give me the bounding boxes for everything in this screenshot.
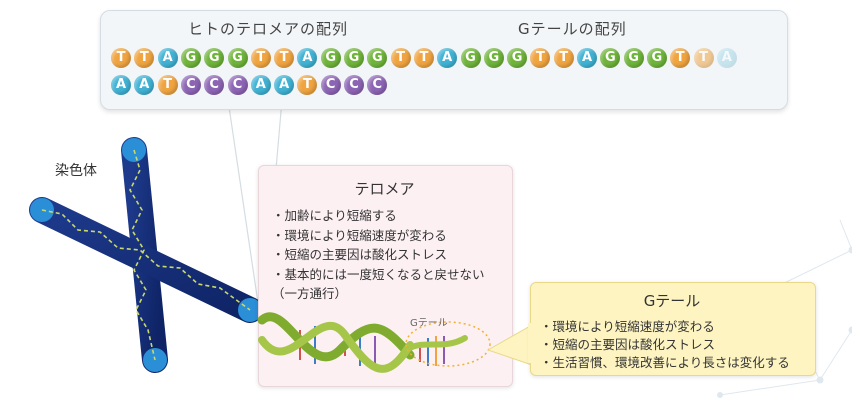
top-strand-base: T: [111, 48, 131, 68]
top-strand-base: G: [460, 48, 481, 68]
g-tail_box-bullet: ・生活習慣、環境改善により長さは変化する: [540, 355, 790, 370]
top-strand-base: T: [413, 48, 434, 68]
bottom-strand-base: C: [227, 75, 248, 95]
top-strand-base: A: [437, 48, 458, 68]
bottom-strand-base: C: [320, 75, 341, 95]
top-strand-base: G: [180, 48, 201, 68]
bottom-strand-base: C: [180, 75, 201, 95]
top-strand-base: G: [483, 48, 504, 68]
bottom-strand-base: A: [250, 75, 271, 95]
top-strand-base: A: [716, 48, 737, 68]
top-strand-base: G: [507, 48, 528, 68]
bottom-strand-base: A: [274, 75, 295, 95]
g-tail-info-box: [530, 282, 816, 376]
bottom-strand-base: T: [297, 75, 318, 95]
top-strand-base: T: [250, 48, 271, 68]
g-tail_box-bullet: ・短縮の主要因は酸化ストレス: [540, 337, 716, 352]
telomere-box-title: テロメア: [354, 180, 415, 198]
top-strand-base: T: [134, 48, 155, 68]
g-tail-pointer-join: [528, 323, 534, 363]
telomere-box-bullet: （一方通行）: [272, 286, 348, 301]
top-strand-base: G: [600, 48, 621, 68]
top-strand-base: G: [646, 48, 667, 68]
g-tail-small-label: Gテール: [410, 318, 448, 329]
bottom-strand-base: A: [134, 75, 155, 95]
top-strand-base: G: [320, 48, 341, 68]
chromosome-label: 染色体: [55, 163, 97, 179]
top-strand-base: G: [204, 48, 225, 68]
top-strand-base: A: [297, 48, 318, 68]
top-strand-base: G: [344, 48, 364, 68]
top-strand-base: T: [670, 48, 691, 68]
top-strand-base: T: [553, 48, 574, 68]
top-strand-base: A: [577, 48, 597, 68]
telomere-box-bullet: ・環境により短縮速度が変わる: [272, 227, 447, 243]
telomere-box-bullet: ・基本的には一度短くなると戻せない: [272, 266, 485, 282]
g-tail-box-title: Gテール: [643, 292, 701, 310]
bottom-strand-base: T: [157, 75, 178, 95]
top-strand-base: T: [390, 48, 411, 68]
bottom-strand-base: C: [367, 75, 388, 95]
bottom-strand-base: C: [204, 75, 225, 95]
top-strand-base: T: [693, 48, 714, 68]
top-strand-base: A: [157, 48, 178, 68]
bottom-strand-base: C: [344, 75, 364, 95]
top-strand-base: T: [530, 48, 551, 68]
g-tail_box-bullet: ・環境により短縮速度が変わる: [540, 319, 715, 334]
bottom-strand-base: A: [111, 75, 131, 95]
top-strand-base: G: [227, 48, 248, 68]
pointer-join: [230, 98, 280, 108]
top-strand-base: T: [274, 48, 295, 68]
human-telomere-sequence-label: ヒトのテロメアの配列: [188, 20, 349, 38]
telomere-box-bullet: ・短縮の主要因は酸化ストレス: [272, 247, 448, 262]
top-strand-base: G: [367, 48, 388, 68]
g-tail-sequence-label: Gテールの配列: [518, 20, 627, 38]
telomere-box-bullet: ・加齢により短縮する: [272, 208, 397, 223]
top-strand-base: G: [623, 48, 644, 68]
